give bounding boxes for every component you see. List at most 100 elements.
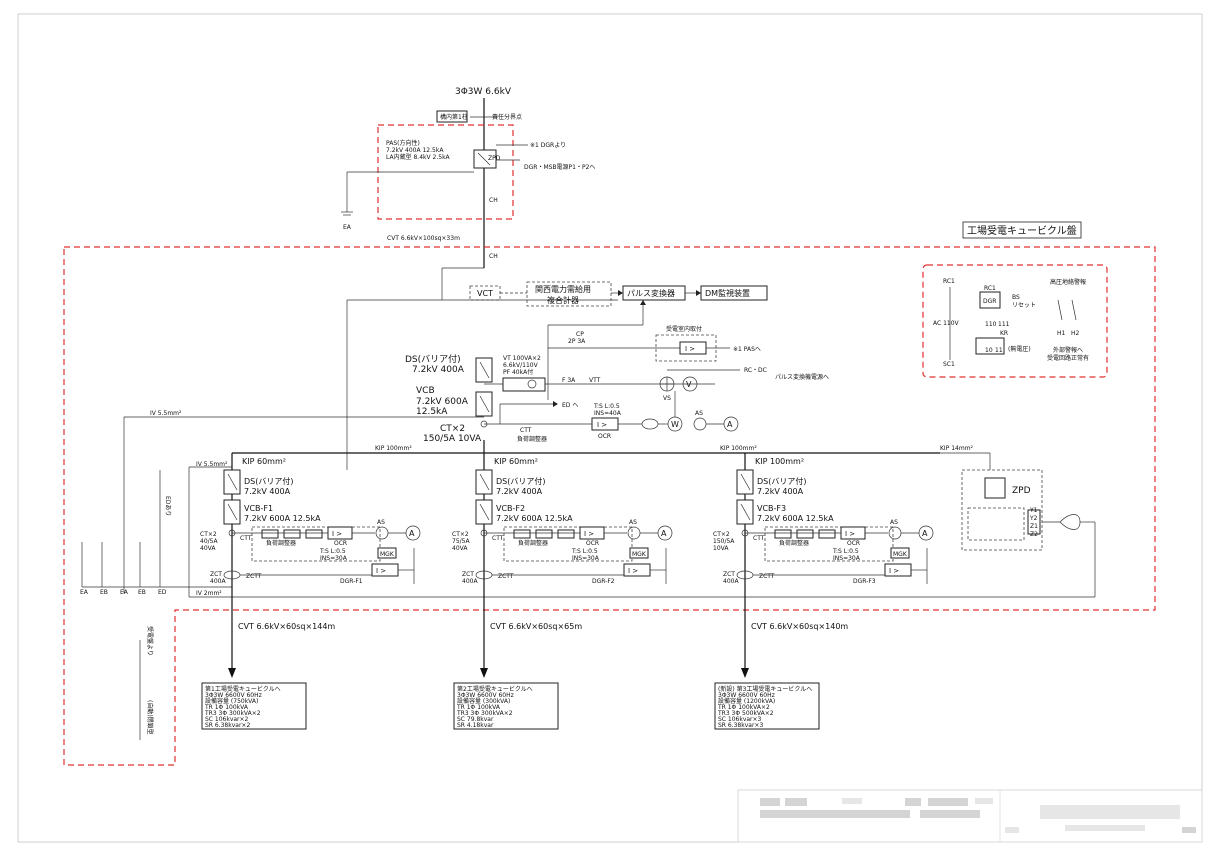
feeder-3-dest-line-4: TR 1Φ 100kVA×2 (717, 704, 770, 711)
pas-zpd: ZPD (488, 155, 501, 162)
feeder-1-zct: ZCT (210, 571, 222, 578)
feeder-1-as-label: AS (377, 519, 385, 526)
feeder-3-zct: ZCT (723, 571, 735, 578)
feeder-1-vcb-rating: 7.2kV 600A 12.5kA (244, 514, 321, 523)
feeder-3-meter-circuit (764, 526, 894, 562)
ocr-main-label: OCR (598, 433, 611, 440)
dgr-bs: BS (1012, 294, 1020, 301)
feeder-3-zct-r: 400A (723, 578, 739, 585)
dgr-t10: 10 (985, 347, 993, 354)
ed-to-label: ED へ (562, 402, 578, 409)
feeder-3-ct: CT×2 (713, 531, 730, 538)
trip-box-title: 受電室内取付 (666, 325, 702, 333)
feeder-3-ocr-relay-label: I > (845, 530, 855, 538)
pulse-converter-label: パルス変換器 (627, 288, 675, 298)
dgr-h1: H1 (1057, 330, 1066, 337)
pas-ea: EA (343, 224, 352, 231)
zpd-term-z2: Z2 (1030, 531, 1038, 538)
dgr-label: DGR (983, 298, 996, 305)
grd-wire-label: IV 5.5mm² (150, 410, 182, 417)
feeder-2-ocr-label: OCR (586, 540, 599, 547)
zpd-term-y1: Y1 (1029, 507, 1038, 514)
trip-box-label: ※1 PASへ (733, 346, 761, 353)
dgr-t11: 11 (995, 347, 1003, 354)
feeder-2-zctt: ZCTT (498, 573, 514, 580)
dgr-detail-box (922, 264, 1108, 378)
dm-monitor-label: DM監視装置 (705, 288, 750, 298)
feeder-2-ts: T:S L:0.5 (571, 548, 598, 555)
pas-note2: DGR・MSB電源P1・P2へ (524, 163, 595, 171)
earth-term-3: EA (120, 589, 129, 596)
feeder-2-vcb-title: VCB-F2 (496, 504, 525, 513)
v-meter-label: V (686, 380, 692, 389)
feeder-2-meter-circuit (503, 526, 633, 562)
as-main-label: AS (695, 410, 703, 417)
feeder-3-ds-title: DS(バリア付) (757, 476, 806, 486)
side-label-1: 受電盤より (146, 626, 154, 656)
feeder-2-ctt: CTT (492, 535, 504, 542)
feeder-2-dest-line-7: SR 4.18kvar (457, 722, 494, 729)
title-block (737, 789, 1203, 843)
fuse-label: F 3A (562, 377, 576, 384)
feeder-1-dest-line-4: TR 1Φ 100kVA (204, 704, 249, 711)
feeder-1-ds-title: DS(バリア付) (244, 476, 293, 486)
zpd-panel (961, 469, 1043, 551)
feeder-1-mgk-box (377, 547, 397, 559)
feeder-2-dest-line-3: 設備容量 (300kVA) (457, 697, 510, 705)
feeder-3-dest-line-7: SR 6.38kvar×3 (718, 722, 763, 729)
pulse-power-label: パルス変換機電源へ (775, 373, 829, 381)
feeder-3-dgr-relay-label: I > (889, 567, 899, 575)
dm-monitor-box (700, 285, 768, 301)
pas-note1: ※1 DGRより (530, 142, 566, 149)
vtt-label: VTT (589, 377, 601, 384)
feeder-1-ds-symbol (223, 469, 241, 495)
feeder-3-ds-symbol (736, 469, 754, 495)
feeder-3-dgr-label: DGR-F3 (853, 578, 876, 585)
feeder-2-ct: CT×2 (452, 531, 469, 538)
feeder-3-as-symbol (888, 526, 902, 540)
feeder-2-a-meter (657, 525, 673, 541)
bus-iv: IV 5.5mm² (196, 461, 228, 468)
feeder-2-arrow (480, 668, 488, 678)
feeder-2-a-label: A (661, 529, 667, 538)
feeder-1-dest-box (201, 682, 307, 730)
feeder-3-zctt: ZCTT (759, 573, 775, 580)
feeder-3-ct-r1: 150/5A (713, 538, 735, 545)
zpd-term-z1: Z1 (1030, 523, 1038, 530)
feeder-1-kip: KIP 60mm² (242, 457, 286, 466)
dgr-kr: KR (1000, 330, 1008, 337)
feeder-1-varh-3 (305, 529, 323, 539)
sheet-frame (17, 13, 1203, 843)
feeder-3-ins: INS=30A (833, 555, 861, 562)
feeder-2-mgk-box (629, 547, 649, 559)
feeder-1-ds-blade (227, 473, 238, 491)
feeder-1-mgk: MGK (380, 551, 395, 558)
ct-main-title: CT×2 (440, 424, 465, 434)
ds-main-title: DS(バリア付) (405, 354, 461, 365)
feeder-2-dgr-relay-label: I > (628, 567, 638, 575)
w-meter-label: W (671, 420, 679, 429)
feeder-1-vcb-symbol (223, 499, 241, 525)
feeder-2-zct: ZCT (462, 571, 474, 578)
pas-la: LA内蔵型 8.4kV 2.5kA (386, 153, 451, 161)
boundary-label: 責任分界点 (492, 113, 522, 121)
side-label-2: (自動)閉鎖型 (146, 700, 154, 735)
feeder-2-cable: CVT 6.6kV×60sq×65m (490, 622, 582, 631)
feeder-3-ocr-label: OCR (847, 540, 860, 547)
feeder-1-meter-circuit (251, 526, 381, 562)
feeder-3-dest-line-3: 設備容量 (1200kVA) (718, 697, 775, 705)
feeder-3-mgk-box (890, 547, 910, 559)
dgr-cont: (無電圧) (1008, 345, 1031, 353)
feeder-2-ds-blade (479, 473, 490, 491)
vcb-main-rating: 7.2kV 600A (416, 397, 469, 407)
feeder-2-vcb-symbol (475, 499, 493, 525)
feeder-1-cable: CVT 6.6kV×60sq×144m (238, 622, 335, 631)
vt-box (502, 377, 546, 392)
earth-term-2: EB (100, 589, 108, 596)
vt-line2: 6.6kV/110V (503, 362, 539, 369)
feeder-1-ocr-relay-label: I > (332, 530, 342, 538)
feeder-3-kip: KIP 100mm² (755, 457, 804, 466)
cubicle-panel-border (63, 246, 1156, 766)
